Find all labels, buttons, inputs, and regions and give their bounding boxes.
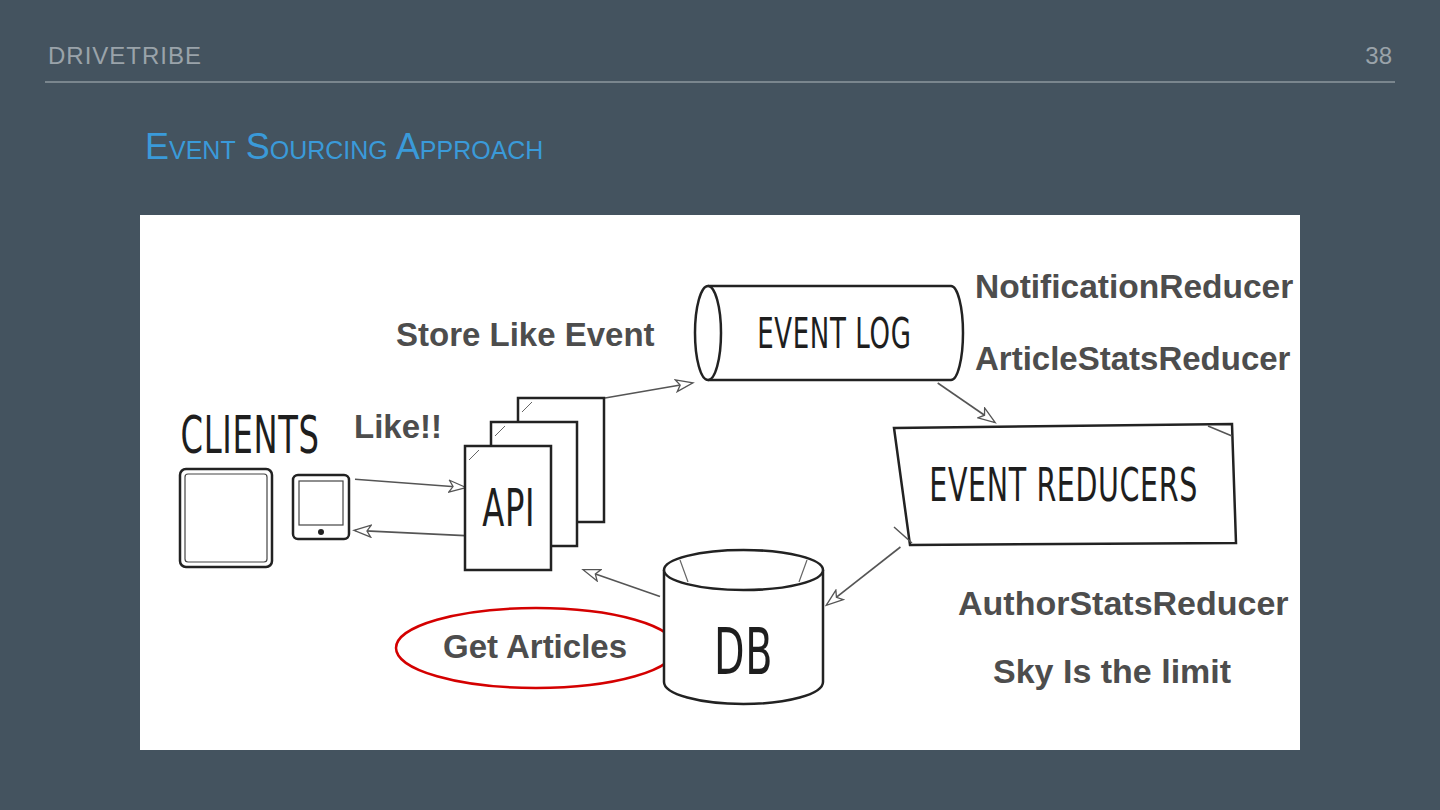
arrow-connector xyxy=(605,383,692,398)
node-label: EVENT LOG xyxy=(757,309,911,358)
reducer-label: AuthorStatsReducer xyxy=(958,584,1289,623)
edge-label: Get Articles xyxy=(441,628,629,666)
arrow-connector xyxy=(938,383,995,422)
arrow-connector xyxy=(827,547,900,605)
reducer-label: NotificationReducer xyxy=(975,268,1293,306)
node-label: EVENT REDUCERS xyxy=(930,458,1199,512)
reducer-label: ArticleStatsReducer xyxy=(975,340,1290,378)
page-number: 38 xyxy=(1365,42,1392,70)
reducers-node: EVENT REDUCERS xyxy=(890,422,1238,547)
edge-label: Like!! xyxy=(352,408,444,446)
highlight-ellipse xyxy=(396,608,676,688)
node-label: API xyxy=(482,478,535,538)
brand-header: DRIVETRIBE xyxy=(48,42,202,70)
arrow-connector xyxy=(584,570,660,597)
db-node: DB xyxy=(660,548,827,710)
note-label: Sky Is the limit xyxy=(993,652,1231,691)
log-node: EVENT LOG xyxy=(692,283,965,383)
node-label: DB xyxy=(714,615,773,689)
slide-title: Event Sourcing Approach xyxy=(145,126,543,168)
node-label: CLIENTS xyxy=(181,405,320,465)
arrow-connector xyxy=(355,530,465,535)
arrow-connector xyxy=(355,479,465,487)
edge-label: Store Like Event xyxy=(394,316,657,354)
api-node: API xyxy=(465,398,605,570)
clients-node: CLIENTS xyxy=(175,405,355,570)
header-rule xyxy=(45,81,1395,83)
